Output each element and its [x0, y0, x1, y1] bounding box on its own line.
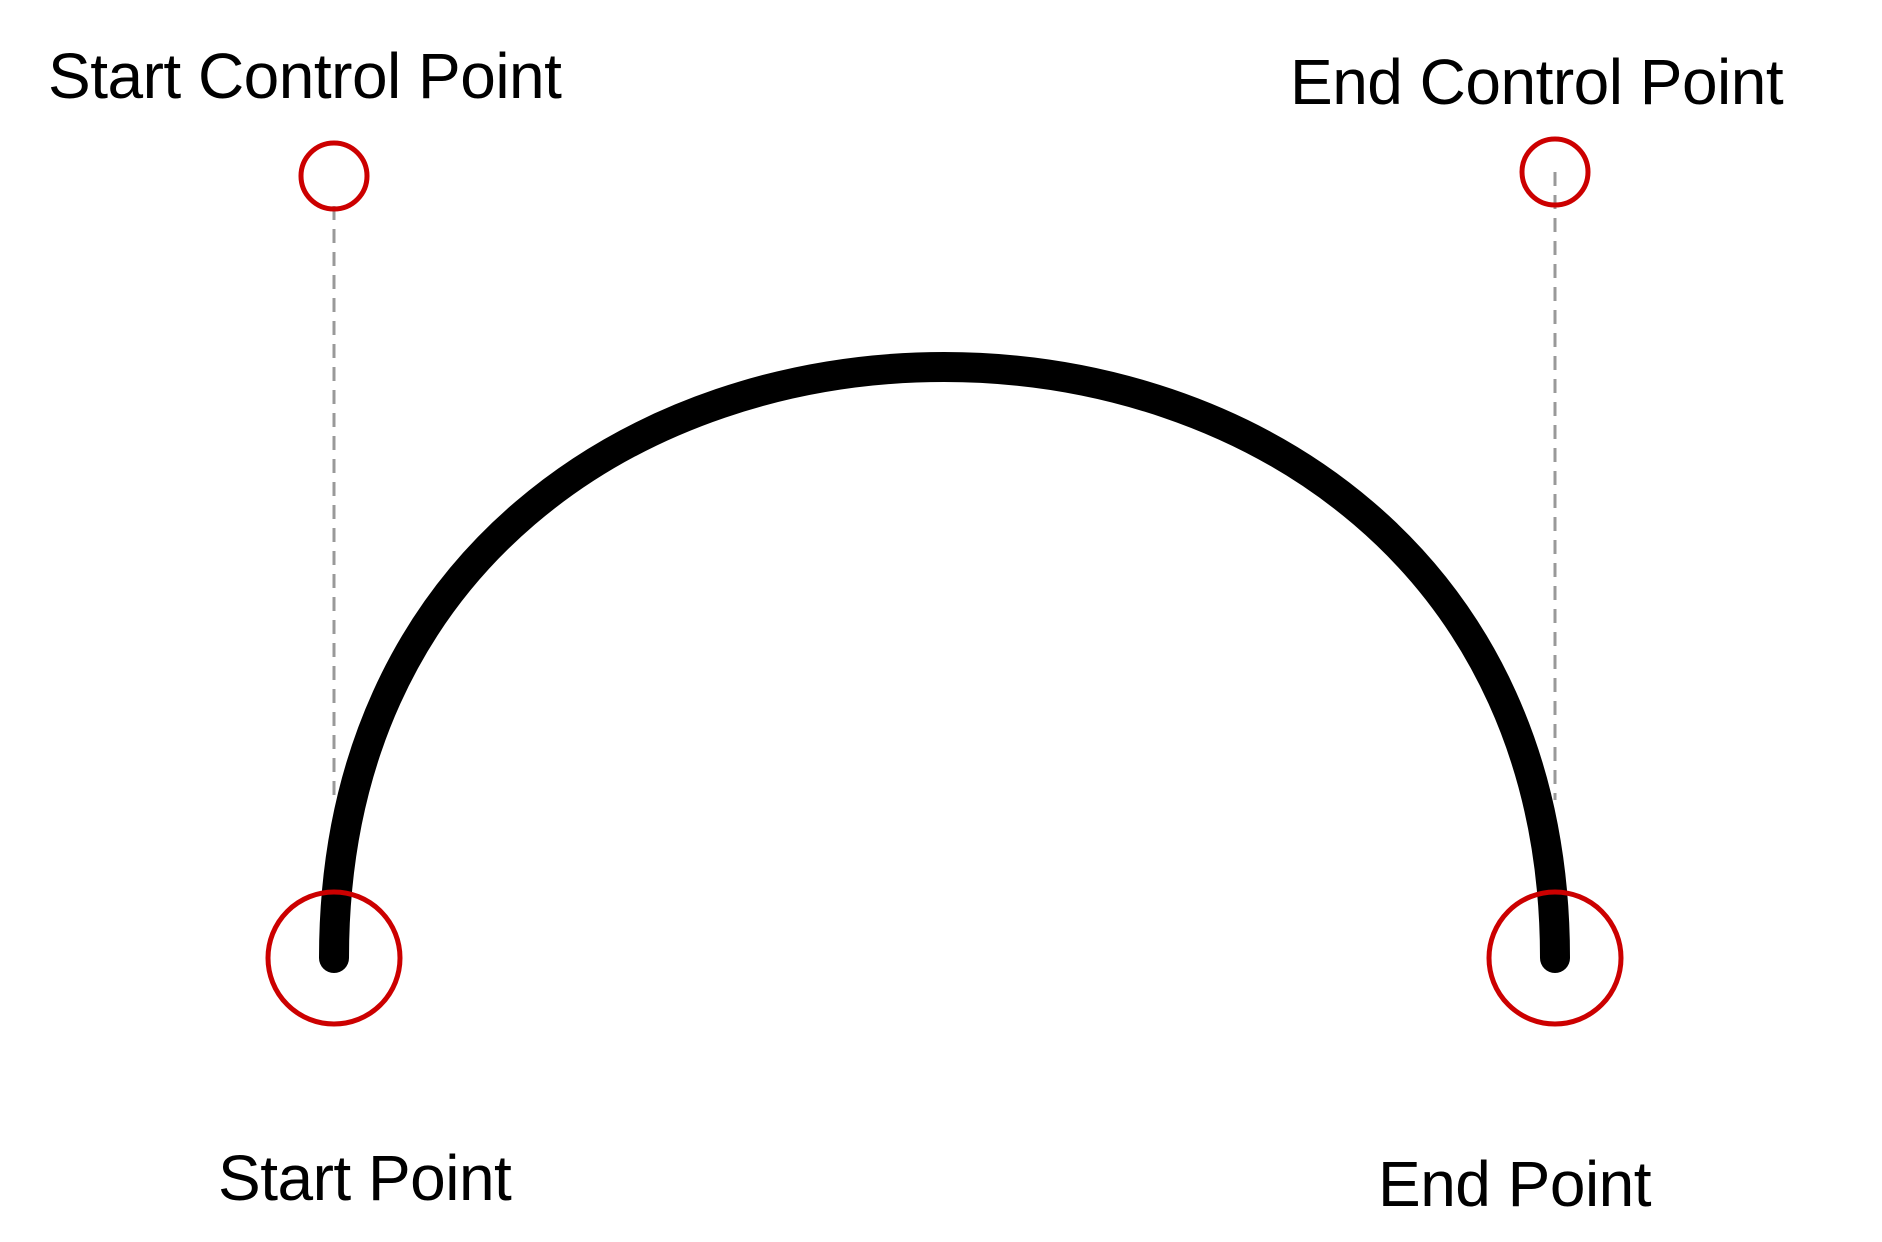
bezier-curve	[319, 351, 1570, 973]
end-point-marker[interactable]	[1486, 889, 1624, 1027]
end-point-label: End Point	[1378, 1148, 1652, 1220]
end-control-point-marker[interactable]	[1519, 136, 1591, 208]
end-control-point-label: End Control Point	[1290, 46, 1784, 118]
start-control-point-label: Start Control Point	[48, 40, 562, 112]
start-point-label: Start Point	[218, 1142, 512, 1214]
start-control-point-marker[interactable]	[298, 140, 370, 212]
start-point-marker[interactable]	[265, 889, 403, 1027]
